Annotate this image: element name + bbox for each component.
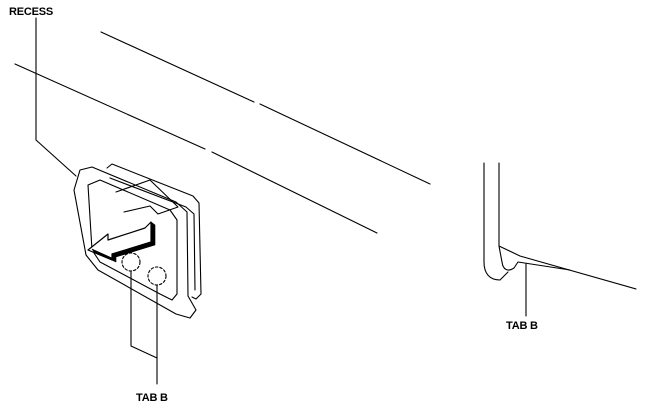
recess-label: RECESS [9,6,54,18]
tab-b-label-right: TAB B [506,320,538,332]
recess-bezel-outer [73,166,197,319]
tab-b-label-left: TAB B [136,392,168,404]
recess-bezel-inner [87,179,178,301]
recess-leader-line [35,17,77,177]
tab-b-circle-left [121,252,141,272]
panel-edge-upper [100,31,431,185]
panel-edge-lower [14,63,378,234]
tab-b-leader-left [130,270,158,359]
removal-arrow [87,221,156,263]
recess-housing-back [106,163,202,300]
recess-housing-rim [109,177,196,291]
side-profile [483,162,637,290]
recess-inner-step [115,179,179,215]
tab-b-circle-right [147,266,167,286]
